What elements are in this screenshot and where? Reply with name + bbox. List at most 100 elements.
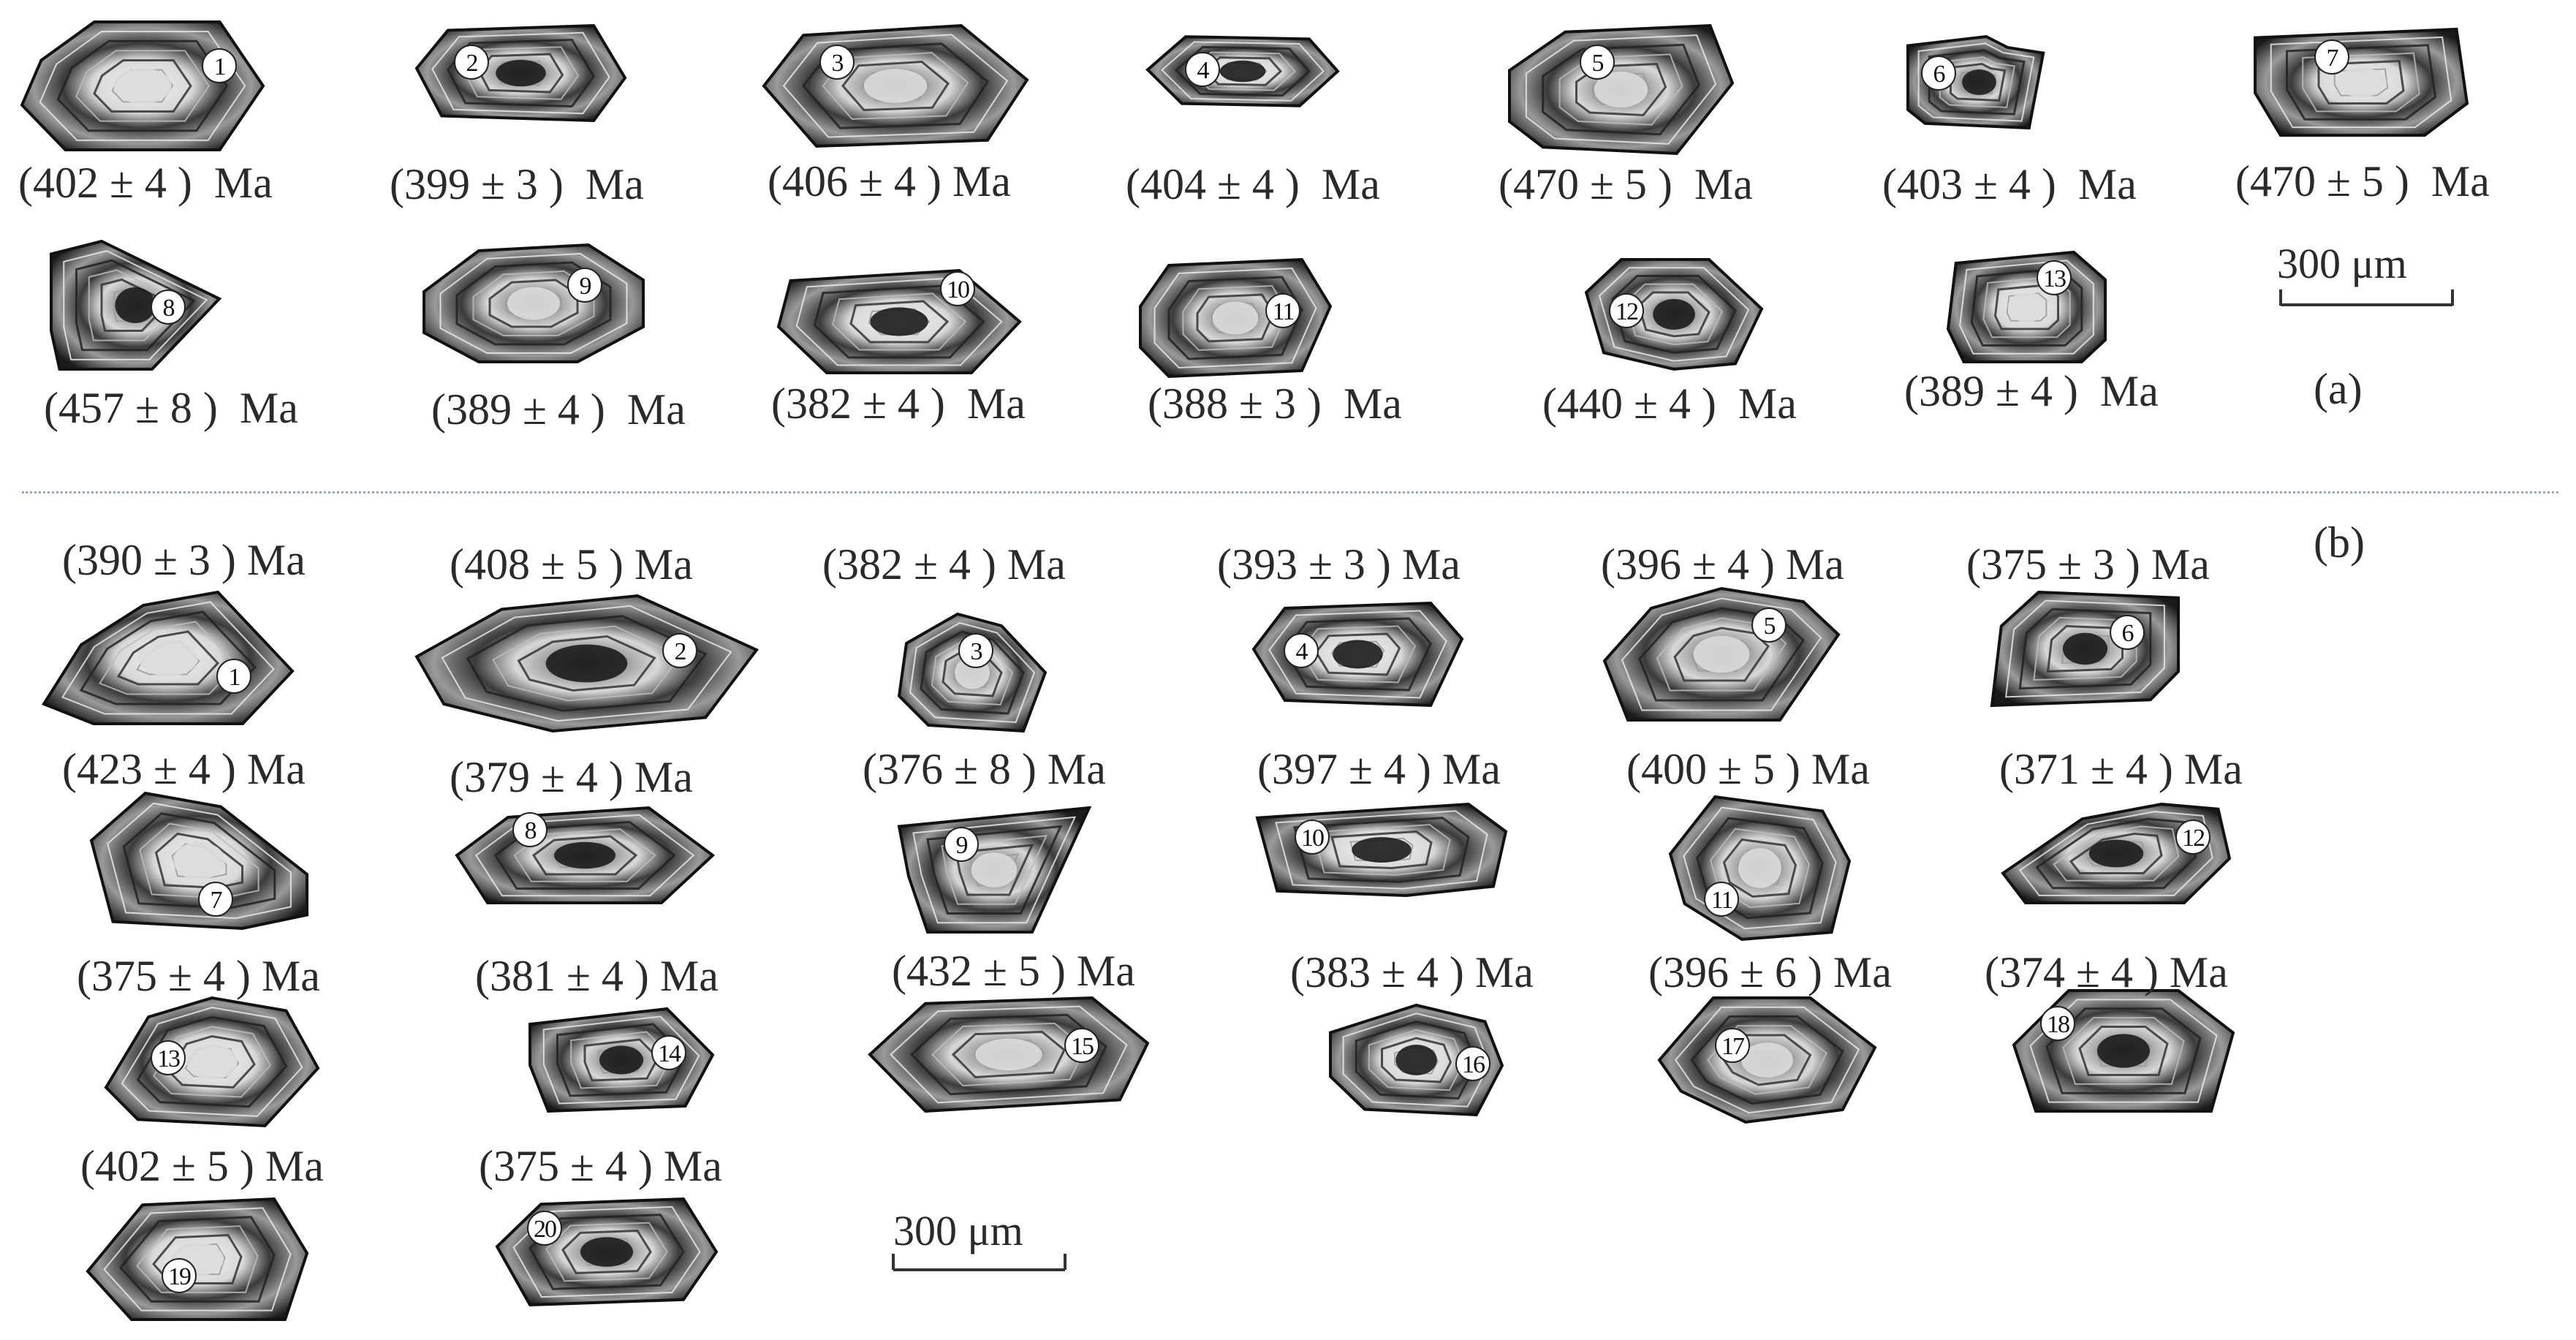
growth-zone bbox=[89, 270, 182, 340]
grain-age-label: (375 ± 4 ) Ma bbox=[479, 1142, 722, 1190]
grain-age-label: (371 ± 4 ) Ma bbox=[1999, 745, 2243, 793]
growth-zone bbox=[891, 1007, 1127, 1103]
grain-age-label: (375 ± 3 ) Ma bbox=[1966, 540, 2210, 588]
zircon-grain: 4 bbox=[1254, 603, 1462, 705]
analysis-spot-number: 12 bbox=[2175, 819, 2211, 855]
growth-zone bbox=[2034, 618, 2136, 680]
grain-age-label: (397 ± 4 ) Ma bbox=[1257, 745, 1501, 793]
zircon-grain: 7 bbox=[2255, 29, 2467, 135]
growth-zone bbox=[1332, 832, 1431, 868]
grain-age-label: (440 ± 4 ) Ma bbox=[1542, 379, 1797, 428]
grain-core bbox=[2097, 1034, 2150, 1068]
grain-core bbox=[554, 841, 615, 869]
grain-core bbox=[1352, 837, 1412, 863]
growth-zone bbox=[124, 814, 275, 909]
growth-zone bbox=[2287, 45, 2436, 120]
zircon-grain: 4 bbox=[1148, 33, 1338, 110]
grain-age-label: (408 ± 5 ) Ma bbox=[450, 540, 693, 588]
growth-zone bbox=[154, 1026, 270, 1097]
growth-zone bbox=[77, 260, 194, 350]
growth-zone bbox=[942, 836, 1047, 904]
zircon-grain: 1 bbox=[44, 592, 292, 724]
grain-age-label: (403 ± 4 ) Ma bbox=[1882, 160, 2137, 208]
grain-core bbox=[545, 644, 628, 683]
grain-age-label: (374 ± 4 ) Ma bbox=[1985, 948, 2228, 996]
growth-zone bbox=[928, 827, 1061, 914]
growth-zone bbox=[558, 1024, 686, 1096]
growth-zone bbox=[1314, 825, 1450, 875]
zircon-cl-image bbox=[899, 614, 1045, 731]
zircon-cl-image bbox=[1330, 1005, 1502, 1115]
analysis-spot-number: 17 bbox=[1715, 1028, 1750, 1063]
analysis-spot-number: 13 bbox=[2037, 260, 2072, 295]
grain-core bbox=[186, 1044, 238, 1080]
grain-age-label: (402 ± 4 ) Ma bbox=[18, 159, 273, 207]
analysis-spot-number: 7 bbox=[198, 882, 233, 917]
growth-zone bbox=[2096, 1036, 2151, 1066]
growth-zone bbox=[851, 301, 947, 342]
analysis-spot-number: 5 bbox=[1580, 45, 1615, 80]
analysis-spot-number: 9 bbox=[944, 827, 979, 862]
growth-zone bbox=[100, 622, 237, 694]
zircon-grain: 1 bbox=[22, 22, 263, 150]
grain-core bbox=[1333, 640, 1383, 669]
analysis-spot-number: 7 bbox=[2314, 39, 2349, 75]
growth-zone bbox=[1526, 35, 1716, 144]
zircon-grain: 11 bbox=[1140, 260, 1330, 376]
zircon-grain: 18 bbox=[2014, 991, 2233, 1111]
scale-bar-label-b: 300 μm bbox=[893, 1207, 1023, 1254]
analysis-spot-number: 5 bbox=[1751, 607, 1787, 643]
growth-zone bbox=[1356, 1022, 1477, 1099]
analysis-spot-number: 3 bbox=[819, 45, 855, 80]
growth-zone bbox=[2319, 61, 2403, 104]
grain-age-label: (390 ± 3 ) Ma bbox=[62, 536, 306, 584]
growth-zone bbox=[1295, 818, 1469, 882]
zircon-cl-image bbox=[1605, 588, 1838, 720]
grain-age-label: (396 ± 4 ) Ma bbox=[1601, 540, 1844, 588]
growth-zone bbox=[1317, 634, 1400, 675]
zircon-grain: 9 bbox=[899, 808, 1089, 932]
growth-zone bbox=[1640, 608, 1803, 700]
zircon-grain: 17 bbox=[1659, 998, 1875, 1122]
grain-age-label: (382 ± 4 ) Ma bbox=[771, 379, 1026, 428]
growth-zone bbox=[2048, 627, 2123, 672]
growth-zone bbox=[1692, 1017, 1843, 1104]
growth-zone bbox=[2080, 1027, 2167, 1075]
grain-age-label: (389 ± 4 ) Ma bbox=[1904, 367, 2159, 415]
analysis-spot-number: 8 bbox=[151, 289, 186, 325]
zircon-cl-image bbox=[417, 596, 757, 731]
growth-zone bbox=[118, 632, 218, 684]
zircon-grain: 14 bbox=[530, 1009, 713, 1111]
growth-zone bbox=[1613, 276, 1735, 353]
growth-zone bbox=[76, 50, 209, 121]
analysis-spot-number: 20 bbox=[527, 1211, 562, 1246]
analysis-spot-number: 11 bbox=[1704, 882, 1739, 917]
growth-zone bbox=[1276, 811, 1488, 888]
growth-zone bbox=[912, 1015, 1106, 1094]
grain-core bbox=[975, 1038, 1042, 1071]
growth-zone bbox=[1599, 268, 1749, 361]
growth-zone bbox=[2271, 37, 2452, 127]
scale-bar-b bbox=[893, 1268, 1065, 1271]
zircon-cl-image bbox=[779, 270, 1020, 373]
zircon-cl-image bbox=[44, 592, 292, 724]
analysis-spot-number: 2 bbox=[454, 45, 489, 80]
zircon-cl-image bbox=[899, 808, 1089, 932]
growth-zone bbox=[58, 41, 227, 131]
grain-age-label: (383 ± 4 ) Ma bbox=[1290, 948, 1534, 996]
zircon-grain: 6 bbox=[1992, 592, 2178, 705]
grain-core bbox=[138, 639, 198, 677]
zircon-cl-image bbox=[1140, 260, 1330, 376]
grain-core bbox=[580, 1237, 633, 1267]
growth-zone bbox=[1639, 292, 1709, 336]
growth-zone bbox=[563, 1231, 651, 1273]
growth-zone bbox=[1155, 268, 1317, 368]
zircon-cl-image bbox=[1254, 603, 1462, 705]
growth-zone bbox=[843, 62, 948, 110]
scale-bar-tick bbox=[2451, 289, 2454, 306]
grain-age-label: (393 ± 3 ) Ma bbox=[1217, 540, 1461, 588]
analysis-spot-number: 4 bbox=[1185, 52, 1220, 87]
zircon-grain: 6 bbox=[1908, 37, 2050, 128]
zircon-cl-image bbox=[51, 241, 219, 369]
grain-age-label: (399 ± 3 ) Ma bbox=[390, 160, 644, 208]
